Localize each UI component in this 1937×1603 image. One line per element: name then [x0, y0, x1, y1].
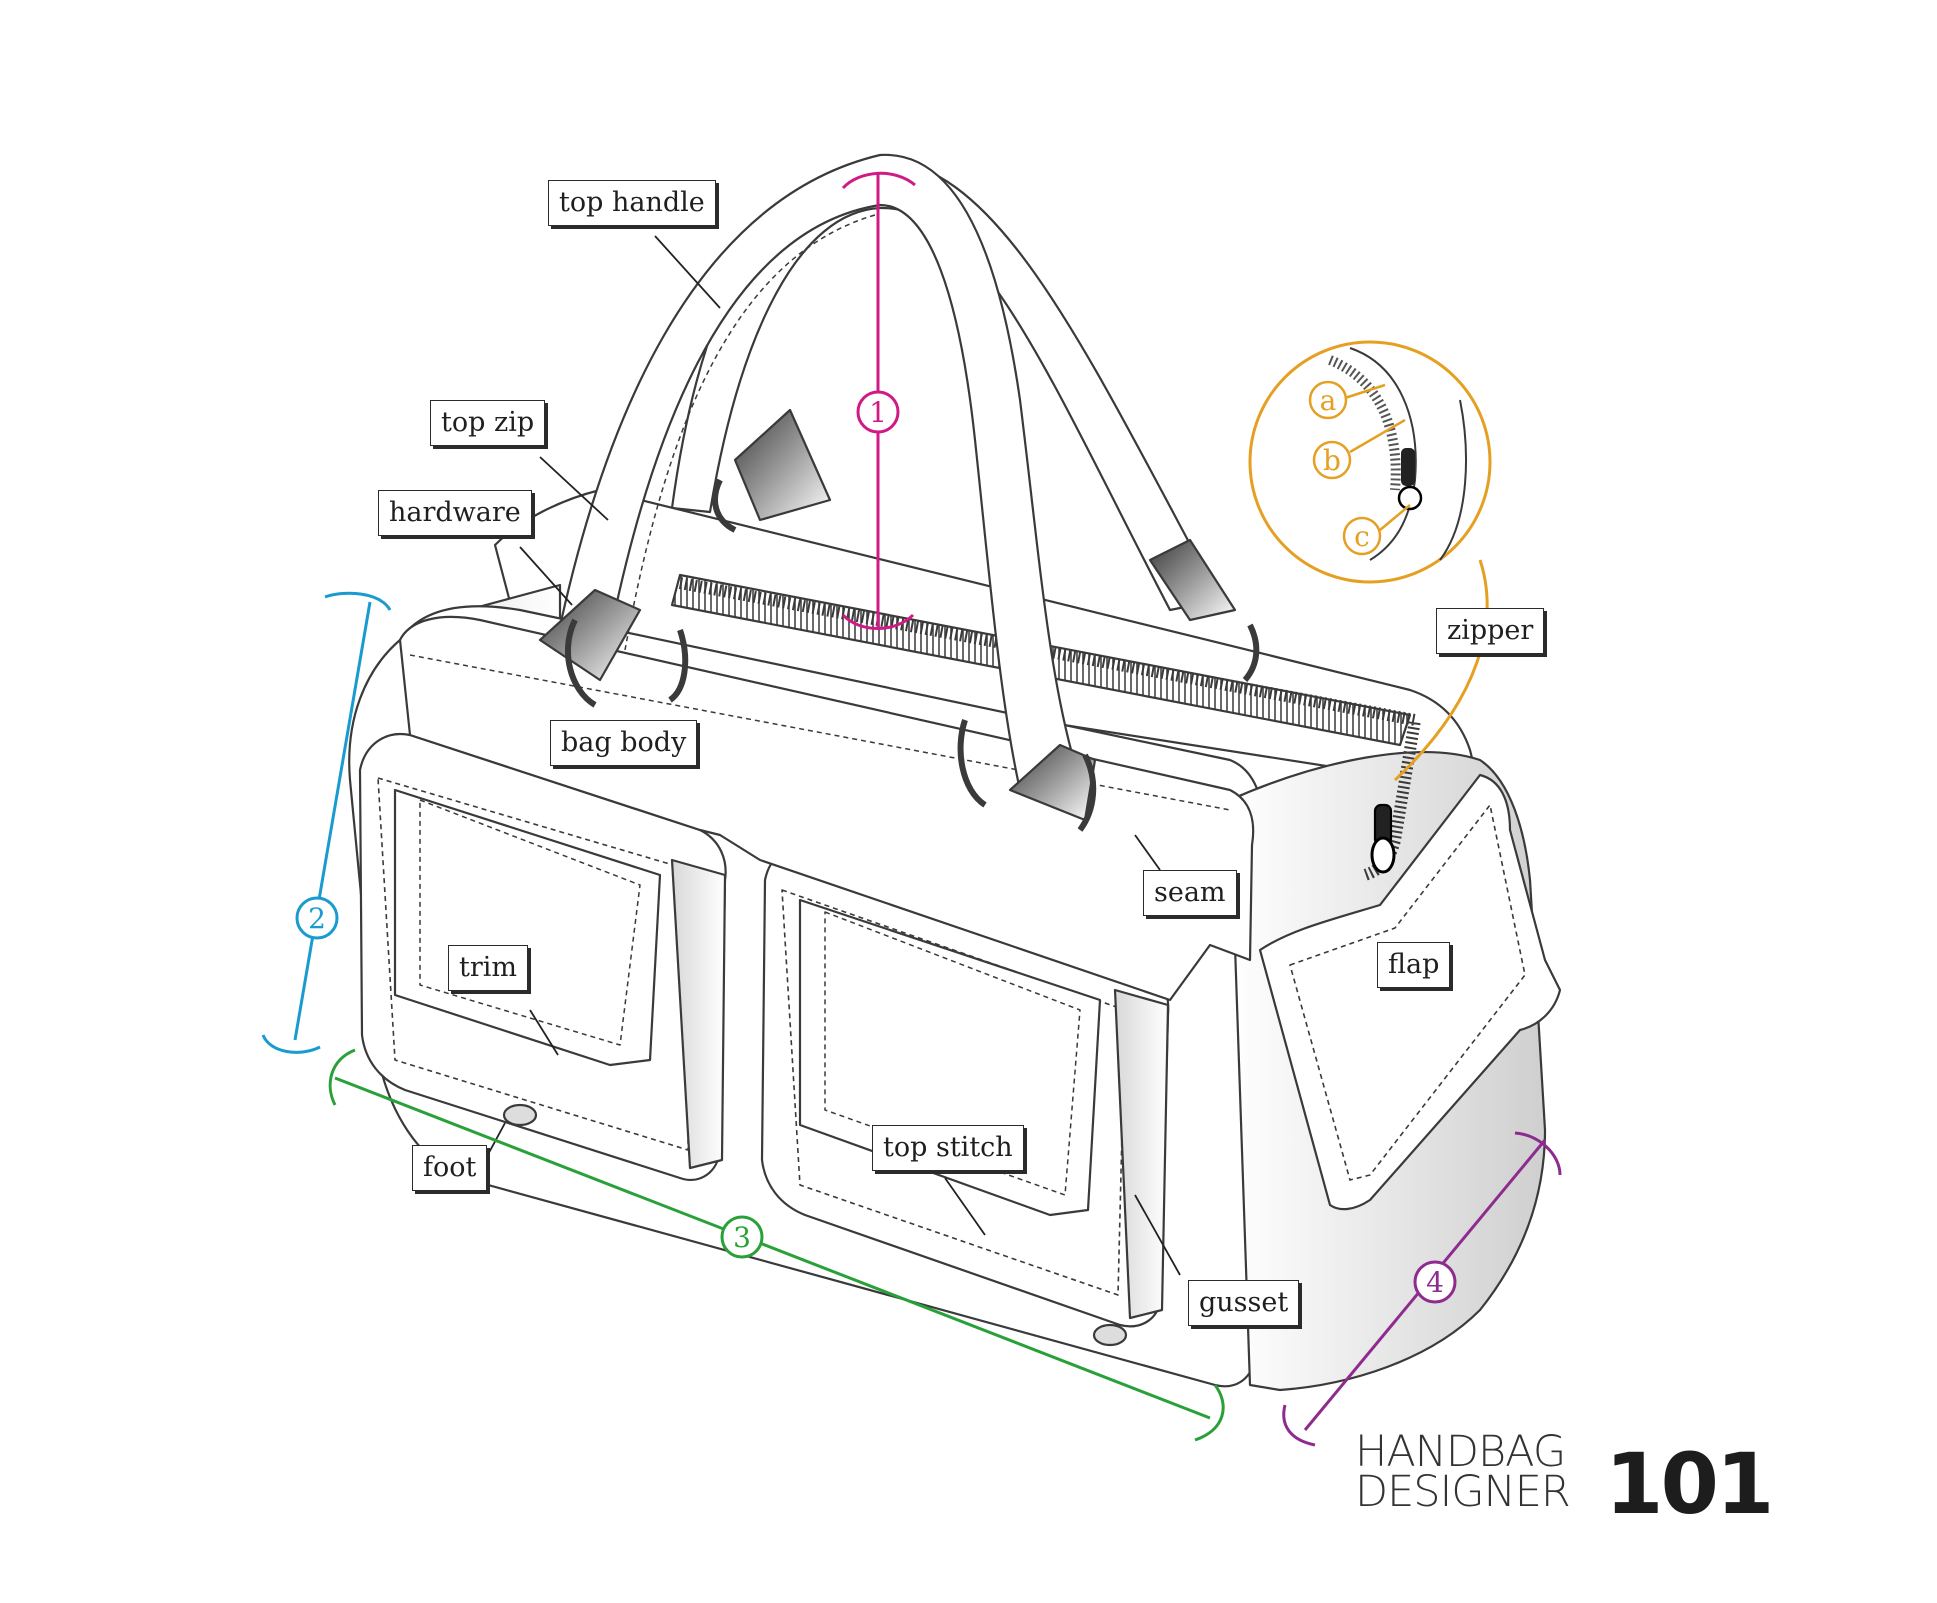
zipper-callout: a b c	[1248, 340, 1492, 782]
foot-right	[1092, 1323, 1128, 1347]
left-pocket-flap-inner	[393, 788, 662, 1067]
dimension-1: 1	[841, 171, 916, 630]
dimension-2: 2	[261, 591, 392, 1054]
logo-line-2: DESIGNER	[1355, 1467, 1571, 1517]
label-top-handle: top handle	[548, 180, 716, 227]
handbag-designer-logo: HANDBAG DESIGNER 101	[1355, 1427, 1774, 1532]
dimension-3-label: 3	[733, 1221, 751, 1254]
handle-tab-back-right	[1148, 538, 1237, 622]
label-hardware: hardware	[378, 490, 532, 537]
label-top-stitch: top stitch	[872, 1125, 1024, 1172]
label-seam: seam	[1143, 870, 1237, 917]
label-flap: flap	[1377, 942, 1451, 989]
left-gusset	[670, 858, 727, 1170]
bag-body-upper	[398, 615, 1255, 1002]
foot-left	[502, 1103, 538, 1127]
label-bag-body: bag body	[550, 720, 698, 767]
zipper-part-c: c	[1354, 520, 1370, 553]
dimension-3: 3	[328, 1048, 1225, 1442]
handle-tab-left	[538, 588, 642, 682]
handle-tab-back-left	[733, 408, 832, 522]
label-trim: trim	[448, 945, 528, 992]
logo-line-1: HANDBAG	[1355, 1427, 1566, 1477]
label-gusset: gusset	[1188, 1280, 1300, 1327]
logo-number: 101	[1605, 1435, 1774, 1533]
label-foot: foot	[412, 1145, 488, 1192]
label-zipper: zipper	[1436, 608, 1545, 655]
dimension-4: 4	[1282, 1131, 1562, 1447]
flap-panel	[1258, 773, 1562, 1211]
front-zipper	[678, 577, 1421, 881]
right-gusset	[1113, 988, 1170, 1320]
zipper-part-b: b	[1323, 444, 1341, 477]
zipper-part-a: a	[1320, 384, 1337, 417]
dimension-4-label: 4	[1426, 1266, 1444, 1299]
dimension-2-label: 2	[308, 902, 326, 935]
dimension-1-label: 1	[869, 396, 887, 429]
label-top-zip: top zip	[430, 400, 546, 447]
handle-tab-right	[1008, 743, 1097, 822]
